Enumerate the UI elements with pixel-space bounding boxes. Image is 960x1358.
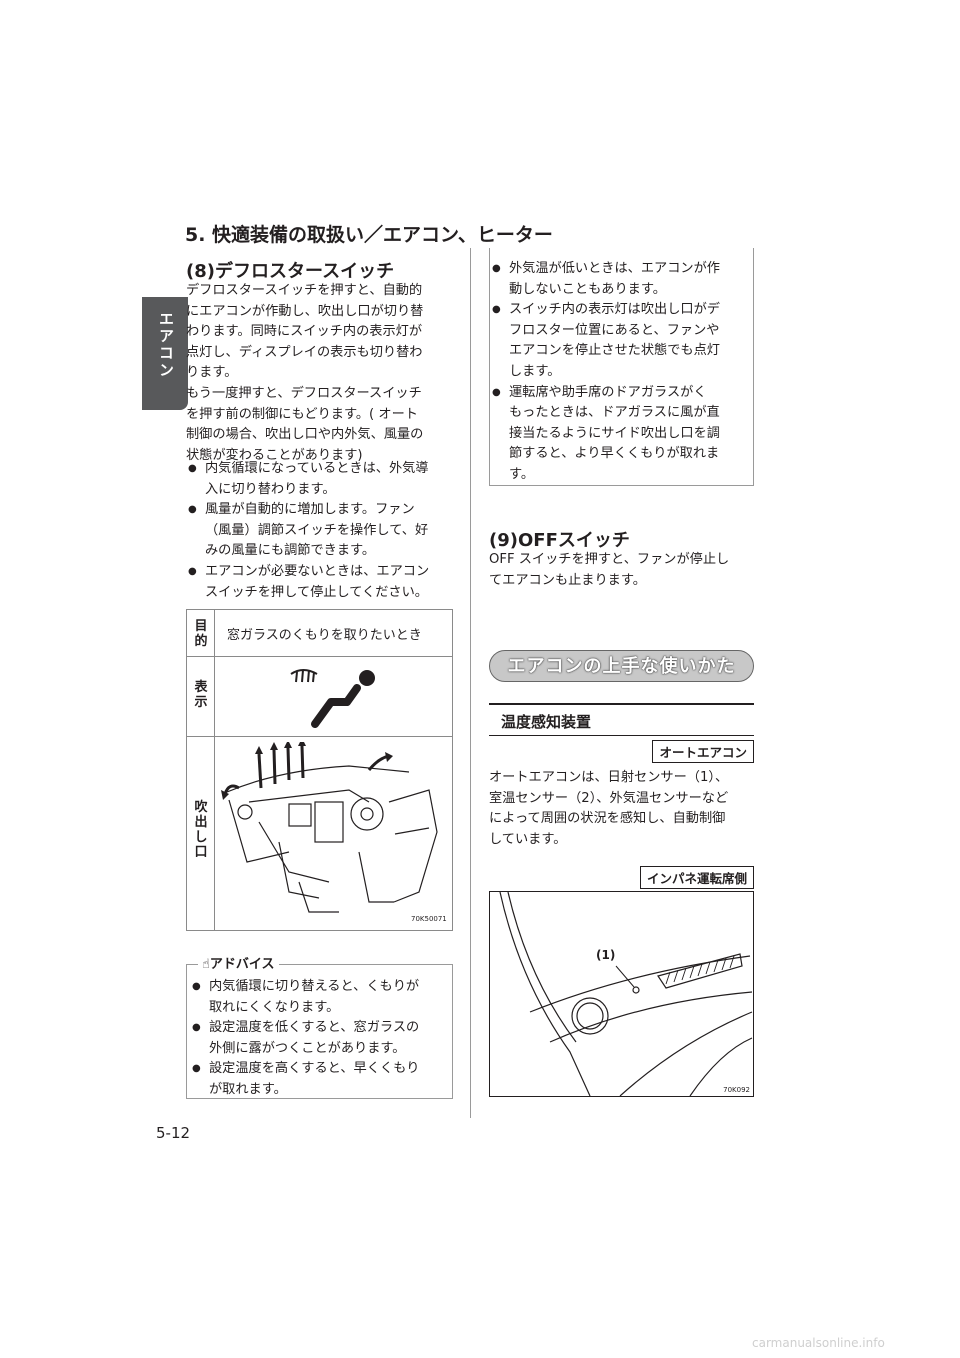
text-line: を押す前の制御にもどります。( オート xyxy=(186,406,418,422)
text-line: が取れます。 xyxy=(209,1081,287,1097)
table-divider xyxy=(214,610,215,930)
list-item: 内気循環になっているときは、外気導 入に切り替わります。 xyxy=(186,459,458,500)
text-line: ります。 xyxy=(186,365,238,381)
text-line: 取れにくくなります。 xyxy=(209,999,340,1015)
row-label-text: 吹出し口 xyxy=(194,800,208,860)
text-line: 内気循環に切り替えると、くもりが xyxy=(209,979,420,994)
text-line: す。 xyxy=(509,466,535,482)
row-label-purpose: 目的 xyxy=(187,619,215,649)
sensor-text: オートエアコンは、日射センサー（1）、 室温センサー（2）、外気温センサーなど … xyxy=(489,768,759,850)
driver-side-tag: インパネ運転席側 xyxy=(639,866,754,889)
text-line: 室温センサー（2）、外気温センサーなど xyxy=(489,790,729,806)
dashboard-airflow-illustration xyxy=(221,742,438,913)
list-item: 風量が自動的に増加します。ファン （風量）調節スイッチを操作して、好 みの風量に… xyxy=(186,500,458,562)
row-label-display: 表示 xyxy=(187,680,215,710)
text-line: によって周囲の状況を感知し、自動制御 xyxy=(489,811,726,827)
advice-title: ☝アドバイス xyxy=(198,953,279,972)
page-heading: 5. 快適装備の取扱い／エアコン、ヒーター xyxy=(185,224,553,246)
text-line: 風量が自動的に増加します。ファン xyxy=(205,502,415,518)
row-label-text: 表示 xyxy=(194,680,208,710)
text-line: 運転席や助手席のドアガラスがく xyxy=(509,384,707,400)
sensor-subheading-text: 温度感知装置 xyxy=(501,713,592,731)
section-8-paragraph-1: デフロスタースイッチを押すと、自動的 にエアコンが作動し、吹出し口が切り替 わり… xyxy=(186,281,456,466)
text-line: 入に切り替わります。 xyxy=(205,481,336,497)
text-line: します。 xyxy=(509,363,561,379)
text-line: 内気循環になっているときは、外気導 xyxy=(205,461,429,476)
right-notes-bullets: 外気温が低いときは、エアコンが作 動しないこともあります。 スイッチ内の表示灯は… xyxy=(490,259,752,486)
hand-pointer-icon: ☝ xyxy=(202,957,210,972)
section-8-bullets: 内気循環になっているときは、外気導 入に切り替わります。 風量が自動的に増加しま… xyxy=(186,459,458,603)
text-line: OFF スイッチを押すと、ファンが停止し xyxy=(489,552,730,567)
chapter-side-tab: エアコン xyxy=(142,297,188,410)
row-label-text: 目的 xyxy=(194,619,208,649)
solar-sensor-illustration xyxy=(499,892,753,1096)
text-line: フロスター位置にあると、ファンや xyxy=(509,322,720,338)
text-line: もったときは、ドアガラスに風が直 xyxy=(509,405,720,421)
text-line: 動しないこともあります。 xyxy=(509,281,666,297)
figure-code: 70K092 xyxy=(723,1086,750,1094)
text-line: （風量）調節スイッチを操作して、好 xyxy=(205,522,429,538)
text-line: にエアコンが作動し、吹出し口が切り替 xyxy=(186,303,424,319)
row-label-outlet: 吹出し口 xyxy=(187,800,215,860)
list-item: 設定温度を高くすると、早くくもり が取れます。 xyxy=(190,1059,452,1100)
sensor-callout-label: (1) xyxy=(596,948,616,962)
text-line: スイッチを押して停止してください。 xyxy=(205,584,428,600)
text-line: 節すると、より早くくもりが取れま xyxy=(509,446,720,462)
auto-aircon-tag: オートエアコン xyxy=(652,740,754,763)
list-item: エアコンが必要ないときは、エアコン スイッチを押して停止してください。 xyxy=(186,562,458,603)
text-line: 設定温度を低くすると、窓ガラスの xyxy=(209,1020,420,1036)
section-9-text: OFF スイッチを押すと、ファンが停止し てエアコンも止まります。 xyxy=(489,550,759,591)
table-divider xyxy=(187,656,452,657)
list-item: 設定温度を低くすると、窓ガラスの 外側に露がつくことがあります。 xyxy=(190,1018,452,1059)
section-8-title: (8)デフロスタースイッチ xyxy=(186,261,395,282)
text-line: デフロスタースイッチを押すと、自動的 xyxy=(186,283,423,298)
advice-title-text: アドバイス xyxy=(209,957,275,972)
text-line: 外側に露がつくことがあります。 xyxy=(209,1040,406,1056)
row-purpose-text: 窓ガラスのくもりを取りたいとき xyxy=(227,628,422,643)
text-line: しています。 xyxy=(489,831,567,847)
tips-heading-pill: エアコンの上手な使いかた xyxy=(489,650,754,682)
text-line: オートエアコンは、日射センサー（1）、 xyxy=(489,770,729,785)
defroster-info-table: 目的 窓ガラスのくもりを取りたいとき 表示 吹出し口 xyxy=(186,609,453,931)
page-number: 5-12 xyxy=(156,1124,191,1142)
text-line: スイッチ内の表示灯は吹出し口がデ xyxy=(509,302,720,318)
list-item: 内気循環に切り替えると、くもりが 取れにくくなります。 xyxy=(190,977,452,1018)
text-line: 点灯し、ディスプレイの表示も切り替わ xyxy=(186,344,423,360)
text-line: エアコンが必要ないときは、エアコン xyxy=(205,563,430,579)
sensor-subheading: 温度感知装置 xyxy=(489,703,754,736)
list-item: 運転席や助手席のドアガラスがく もったときは、ドアガラスに風が直 接当たるように… xyxy=(490,383,752,486)
text-line: わります。同時にスイッチ内の表示灯が xyxy=(186,324,423,340)
column-divider xyxy=(470,248,471,1118)
section-9-title: (9)OFFスイッチ xyxy=(489,530,630,551)
figure-code: 70K50071 xyxy=(411,915,447,923)
text-line: 外気温が低いときは、エアコンが作 xyxy=(509,261,720,276)
text-line: エアコンを停止させた状態でも点灯 xyxy=(509,343,720,359)
table-divider xyxy=(187,736,452,737)
chapter-side-tab-label: エアコン xyxy=(157,311,175,379)
text-line: もう一度押すと、デフロスタースイッチ xyxy=(186,385,422,401)
sensor-illustration-frame: (1) 70K092 xyxy=(489,891,754,1097)
list-item: 外気温が低いときは、エアコンが作 動しないこともあります。 xyxy=(490,259,752,300)
list-item: スイッチ内の表示灯は吹出し口がデ フロスター位置にあると、ファンや エアコンを停… xyxy=(490,300,752,382)
footer-watermark: carmanualsonline.info xyxy=(752,1336,885,1350)
text-line: てエアコンも止まります。 xyxy=(489,572,646,588)
advice-bullets: 内気循環に切り替えると、くもりが 取れにくくなります。 設定温度を低くすると、窓… xyxy=(190,977,452,1101)
text-line: 接当たるようにサイド吹出し口を調 xyxy=(509,425,720,441)
text-line: みの風量にも調節できます。 xyxy=(205,543,376,559)
text-line: 設定温度を高くすると、早くくもり xyxy=(209,1061,420,1077)
text-line: 制御の場合、吹出し口や内外気、風量の xyxy=(186,427,424,443)
defroster-indicator-icon xyxy=(290,669,375,728)
